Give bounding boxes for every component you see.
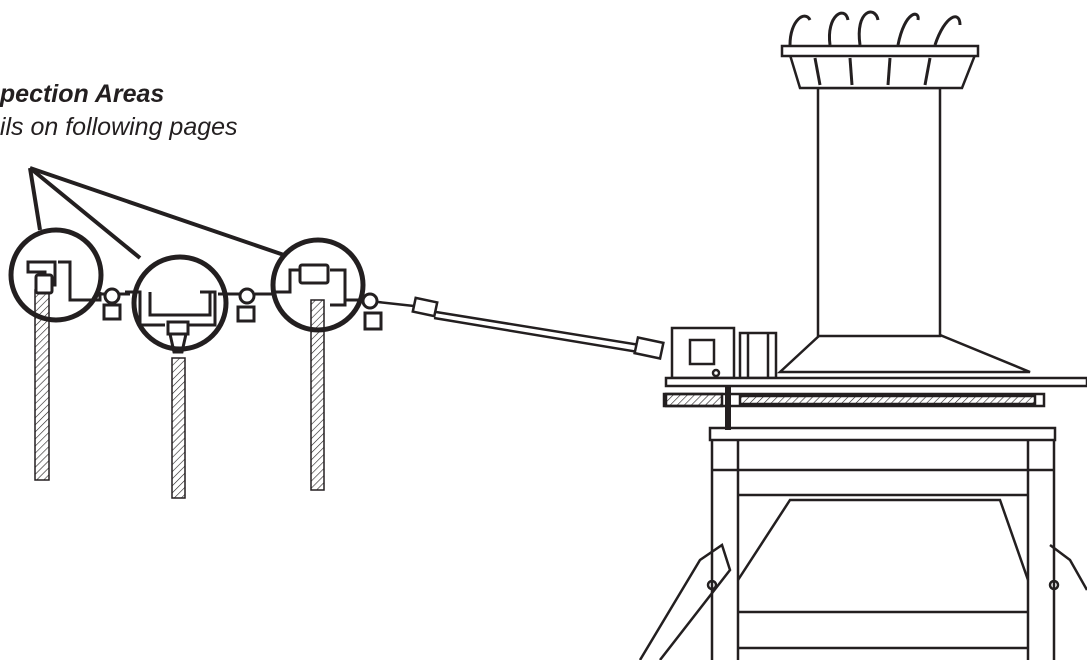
inspection-circles <box>8 227 366 352</box>
leader-lines <box>28 166 285 260</box>
support-tower <box>638 440 1087 660</box>
drive-shafts <box>34 289 325 499</box>
turntable-platform <box>662 376 1087 442</box>
callout-subtitle: ails on following pages <box>0 113 238 141</box>
main-drive-shaft <box>377 296 665 361</box>
gearbox <box>670 326 778 380</box>
callout-title: spection Areas <box>0 80 165 108</box>
linkage-assembly <box>26 260 383 354</box>
ventilator-column <box>776 10 1031 374</box>
